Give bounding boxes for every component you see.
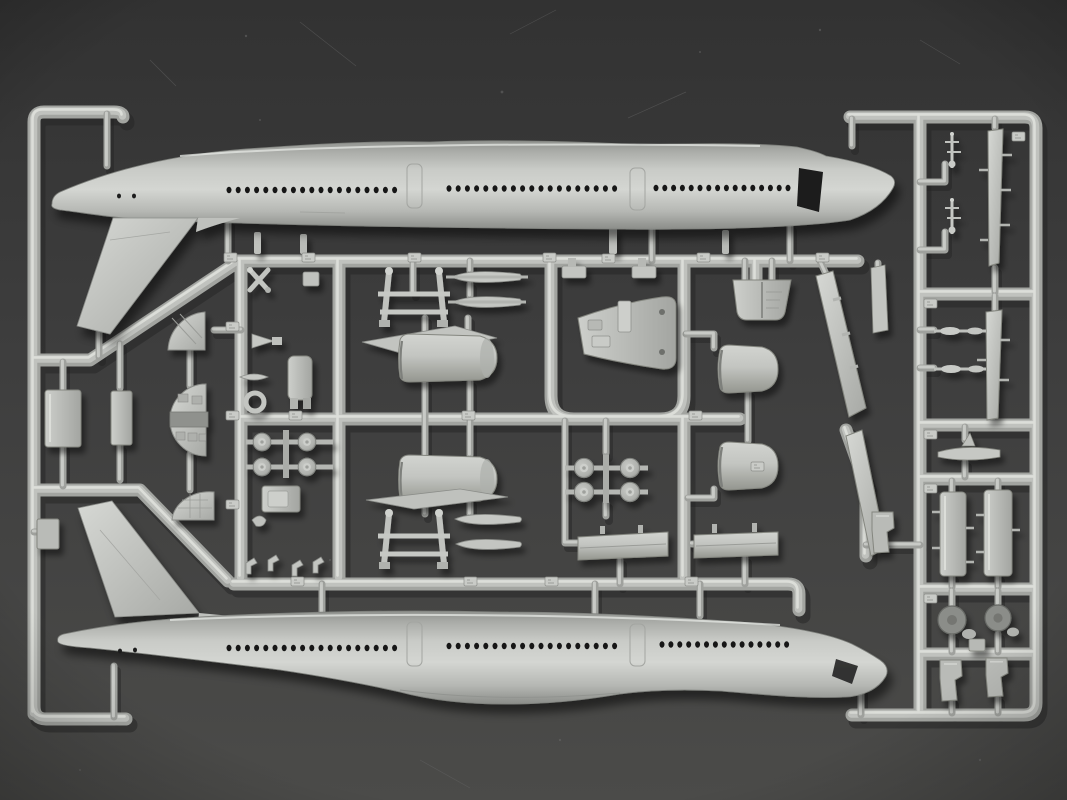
sprue-photo bbox=[0, 0, 1067, 800]
photo-vignette bbox=[0, 0, 1067, 800]
sprue-photo-svg bbox=[0, 0, 1067, 800]
